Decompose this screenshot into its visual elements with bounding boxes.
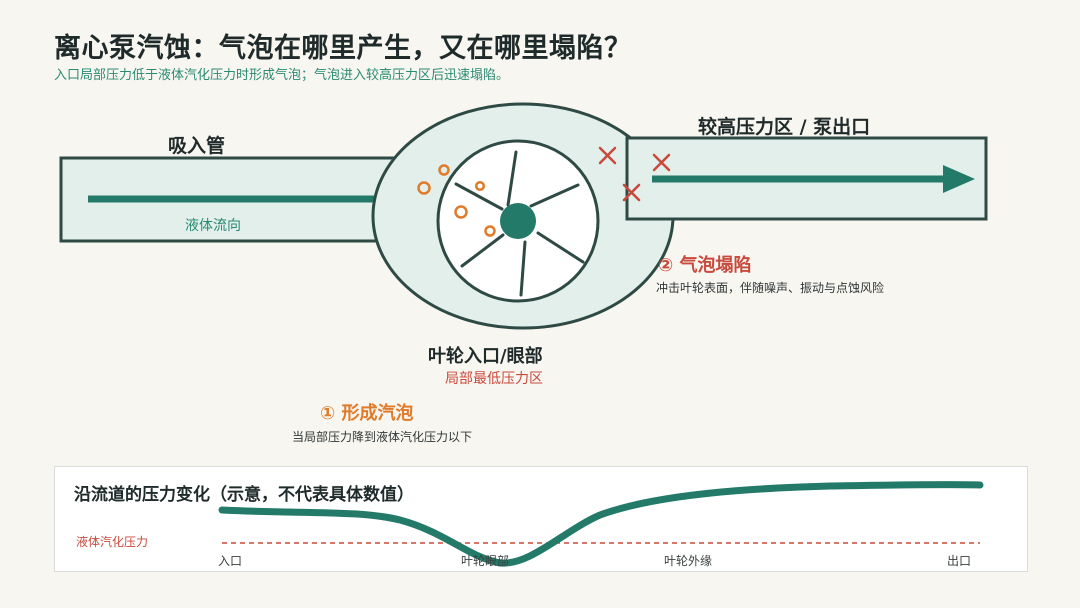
- outlet-arrow-head: [943, 165, 975, 193]
- position-label-inlet: 入口: [218, 554, 243, 568]
- flow-direction-label: 液体流向: [185, 218, 241, 234]
- step-bubble-collapse-desc: 冲击叶轮表面，伴随噪声、振动与点蚀风险: [656, 281, 885, 295]
- vapor-pressure-label: 液体汽化压力: [76, 535, 149, 549]
- step-bubble-formation-desc: 当局部压力降到液体汽化压力以下: [292, 430, 473, 444]
- vapor-bubbles: [417, 164, 496, 237]
- page-title: 离心泵汽蚀：气泡在哪里产生，又在哪里塌陷？: [54, 33, 632, 64]
- step-bubble-formation-title: ① 形成汽泡: [320, 403, 414, 424]
- suction-pipe-label: 吸入管: [168, 135, 226, 157]
- impeller-blades: [454, 150, 585, 297]
- position-label-outer-edge: 叶轮外缘: [664, 554, 713, 568]
- collapse-markers: [598, 146, 671, 202]
- outlet-label: 较高压力区 / 泵出口: [698, 116, 871, 138]
- step-bubble-collapse-title: ② 气泡塌陷: [658, 255, 752, 276]
- impeller-eye-label: 叶轮入口/眼部: [428, 346, 543, 367]
- impeller-eye-sublabel: 局部最低压力区: [445, 371, 543, 387]
- position-label-outlet: 出口: [947, 554, 972, 568]
- impeller-hub: [500, 203, 536, 239]
- pressure-curve: [218, 481, 984, 567]
- position-label-eye: 叶轮眼部: [461, 554, 510, 568]
- pressure-panel-title: 沿流道的压力变化（示意，不代表具体数值）: [74, 485, 414, 505]
- page-subtitle: 入口局部压力低于液体汽化压力时形成气泡；气泡进入较高压力区后迅速塌陷。: [54, 68, 510, 83]
